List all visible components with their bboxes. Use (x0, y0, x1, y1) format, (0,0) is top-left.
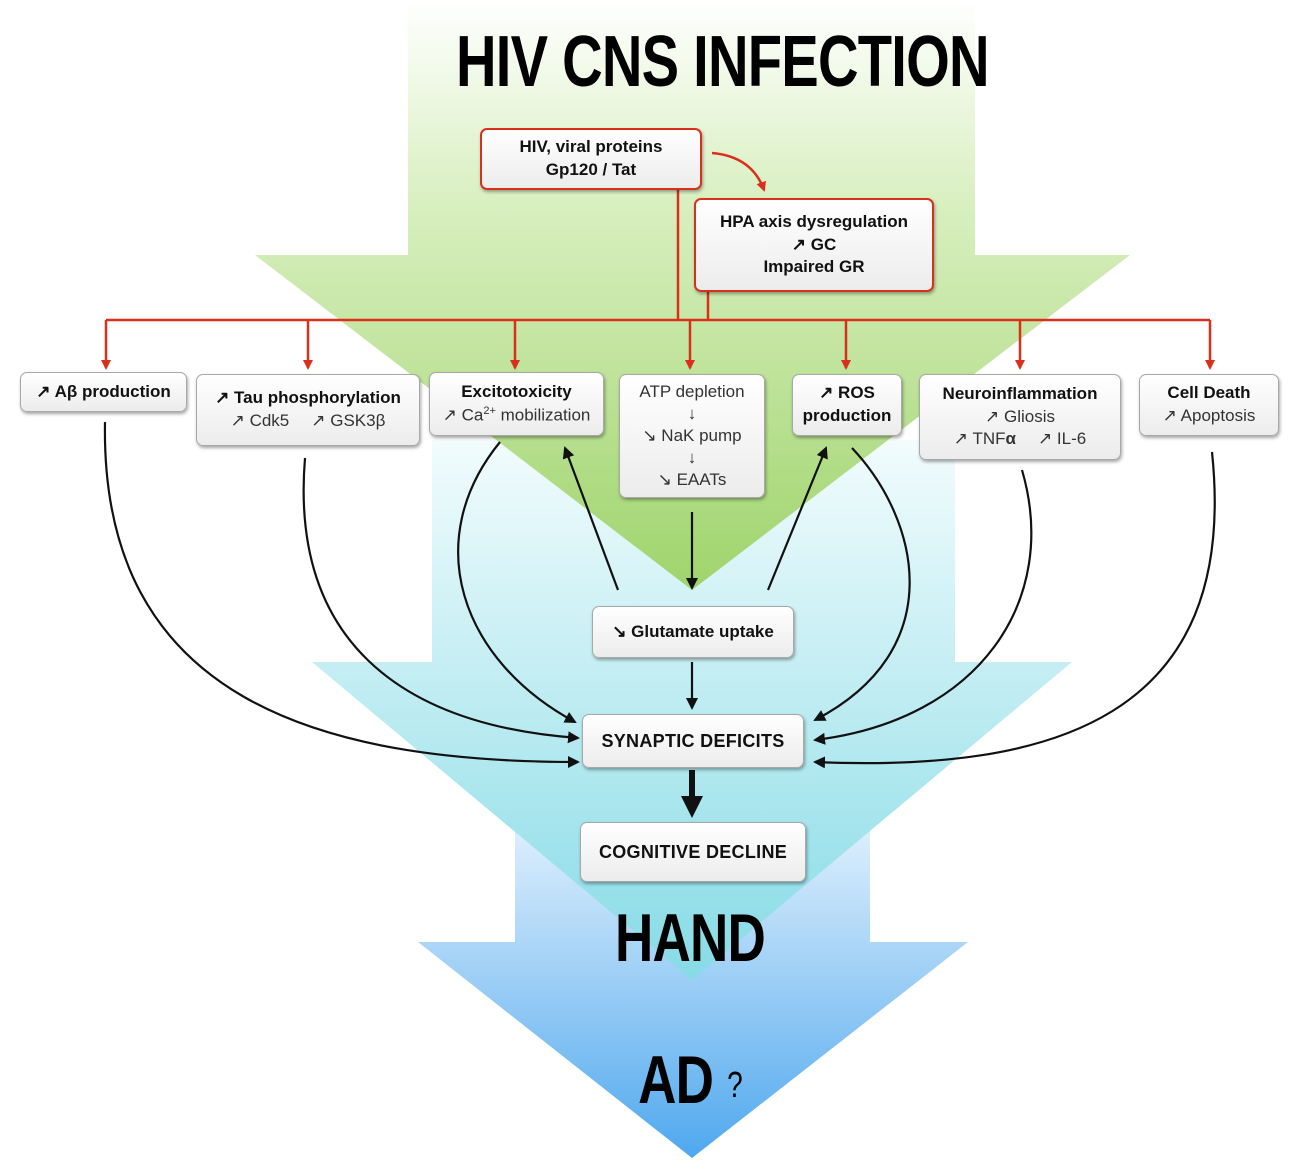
neuroinflammation-box: Neuroinflammation ↗ Gliosis ↗ TNFα ↗ IL-… (919, 374, 1121, 460)
atp-depletion-box: ATP depletion ↓ ↘ NaK pump ↓ ↘ EAATs (619, 374, 765, 498)
hpa-axis-box: HPA axis dysregulation ↗ GC Impaired GR (694, 198, 934, 292)
hpa-line2: ↗ GC (791, 234, 837, 254)
tau-phosphorylation-box: ↗ Tau phosphorylation ↗ Cdk5 ↗ GSK3β (196, 374, 420, 446)
synaptic-deficits-box: SYNAPTIC DEFICITS (582, 714, 804, 768)
atp-arrow2: ↓ (687, 448, 697, 468)
synaptic-line1: SYNAPTIC DEFICITS (601, 730, 785, 751)
ros-line2: production (802, 406, 892, 425)
glut-line1: ↘ Glutamate uptake (612, 621, 774, 641)
cell-death-box: Cell Death ↗ Apoptosis (1139, 374, 1279, 436)
hpa-line3: Impaired GR (763, 257, 865, 277)
death-line2: ↗ Apoptosis (1162, 406, 1256, 425)
hpa-line1: HPA axis dysregulation (720, 211, 908, 231)
excito-line2: ↗ Ca2+ mobilization (442, 404, 591, 425)
cognitive-line1: COGNITIVE DECLINE (598, 841, 788, 862)
hiv-line2: Gp120 / Tat (545, 160, 637, 179)
green-arrow (255, 0, 1130, 590)
ad-label: AD ? (612, 1040, 768, 1125)
ros-line1: ↗ ROS (819, 383, 875, 403)
atp-line2: ↘ NaK pump (642, 425, 742, 445)
tau-sub-cdk5: ↗ Cdk5 (230, 411, 290, 430)
ad-text: AD (638, 1042, 714, 1118)
glutamate-uptake-box: ↘ Glutamate uptake (592, 606, 794, 658)
neuro-line2: ↗ Gliosis (985, 406, 1055, 426)
neuro-line1: Neuroinflammation (942, 383, 1098, 403)
abeta-production-box: ↗ Aβ production (20, 372, 187, 412)
death-line1: Cell Death (1167, 383, 1251, 403)
atp-line3: ↘ EAATs (657, 470, 727, 490)
tau-line1: ↗ Tau phosphorylation (215, 388, 401, 408)
atp-line1: ATP depletion (639, 381, 745, 401)
tau-sub-gsk3b: ↗ GSK3β (311, 411, 386, 430)
abeta-line1: ↗ Aβ production (36, 381, 171, 401)
neuro-sub-tnf: ↗ TNFα (953, 429, 1016, 449)
ad-question-mark: ? (727, 1064, 743, 1106)
neuro-sub-il6: ↗ IL-6 (1037, 429, 1087, 449)
hiv-viral-proteins-box: HIV, viral proteins Gp120 / Tat (480, 128, 702, 190)
hand-label: HAND (614, 900, 766, 976)
page-title: HIV CNS INFECTION (456, 22, 990, 102)
ros-production-box: ↗ ROS production (792, 374, 902, 436)
cognitive-decline-box: COGNITIVE DECLINE (580, 822, 806, 882)
excitotoxicity-box: Excitotoxicity ↗ Ca2+ mobilization (429, 372, 604, 436)
atp-arrow1: ↓ (687, 403, 697, 423)
excito-line1: Excitotoxicity (461, 381, 572, 401)
hiv-line1: HIV, viral proteins (519, 137, 663, 157)
